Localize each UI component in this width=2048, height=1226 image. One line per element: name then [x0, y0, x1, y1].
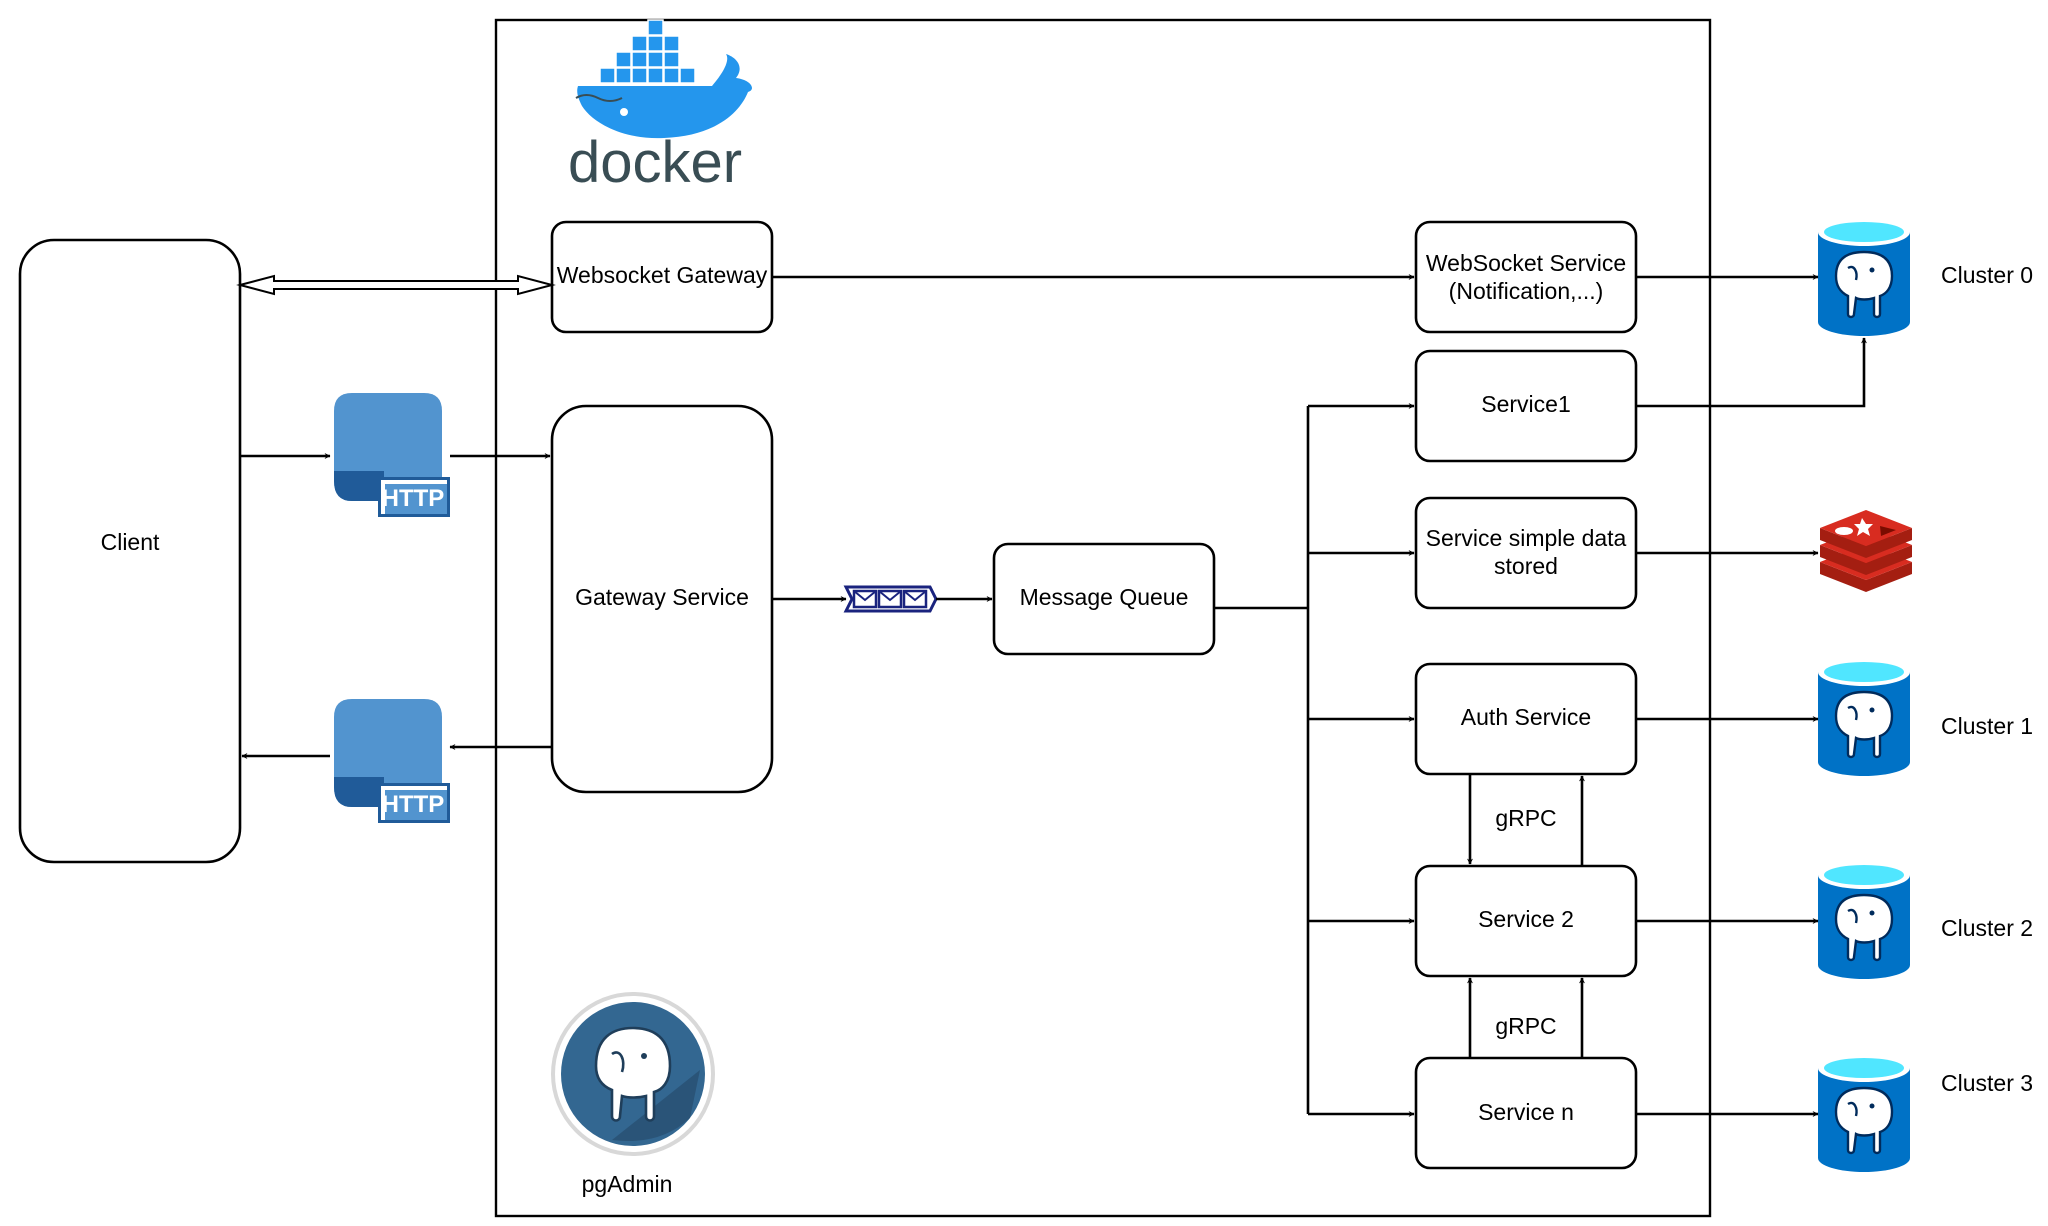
docker-host-boundary	[494, 18, 1712, 1218]
cluster1-label: Cluster 1	[1941, 713, 2033, 739]
pgadmin-label: pgAdmin	[582, 1171, 673, 1197]
cluster3-label: Cluster 3	[1941, 1070, 2033, 1096]
service2-label: Service 2	[1478, 906, 1574, 932]
service1-label: Service1	[1481, 391, 1570, 417]
service-n-label: Service n	[1478, 1099, 1574, 1125]
http-response-badge: HTTP	[382, 791, 445, 818]
message-queue-icon	[843, 585, 938, 613]
grpc-label-bottom: gRPC	[1495, 1013, 1556, 1039]
websocket-service-label: WebSocket Service	[1426, 250, 1626, 276]
docker-logo: docker	[568, 19, 752, 195]
gateway-service-label: Gateway Service	[575, 584, 749, 610]
simple-data-service-sublabel: stored	[1494, 553, 1558, 579]
message-queue-label: Message Queue	[1020, 584, 1189, 610]
grpc-label-top: gRPC	[1495, 805, 1556, 831]
edge-service1-to-cluster0	[1636, 337, 1867, 408]
postgres-cluster0-icon	[1818, 218, 1910, 336]
redis-icon	[1820, 510, 1912, 592]
client-box[interactable]	[18, 238, 242, 864]
http-request-badge: HTTP	[382, 485, 445, 512]
websocket-gateway-label: Websocket Gateway	[557, 262, 768, 288]
docker-wordmark: docker	[568, 130, 742, 195]
simple-data-service-label: Service simple data	[1426, 525, 1627, 551]
client-label: Client	[101, 529, 160, 555]
message-queue-box[interactable]	[992, 542, 1216, 656]
auth-service-label: Auth Service	[1461, 704, 1591, 730]
cluster0-label: Cluster 0	[1941, 262, 2033, 288]
postgres-cluster3-icon	[1818, 1054, 1910, 1172]
cluster2-label: Cluster 2	[1941, 915, 2033, 941]
postgres-cluster2-icon	[1818, 861, 1910, 979]
queue-fanout-bus	[1214, 406, 1310, 1114]
websocket-service-sublabel: (Notification,...)	[1449, 278, 1604, 304]
postgres-cluster1-icon	[1818, 658, 1910, 776]
pgadmin-logo	[551, 992, 715, 1156]
client-websocket-connection	[236, 274, 556, 296]
websocket-service-box[interactable]	[1414, 220, 1638, 334]
